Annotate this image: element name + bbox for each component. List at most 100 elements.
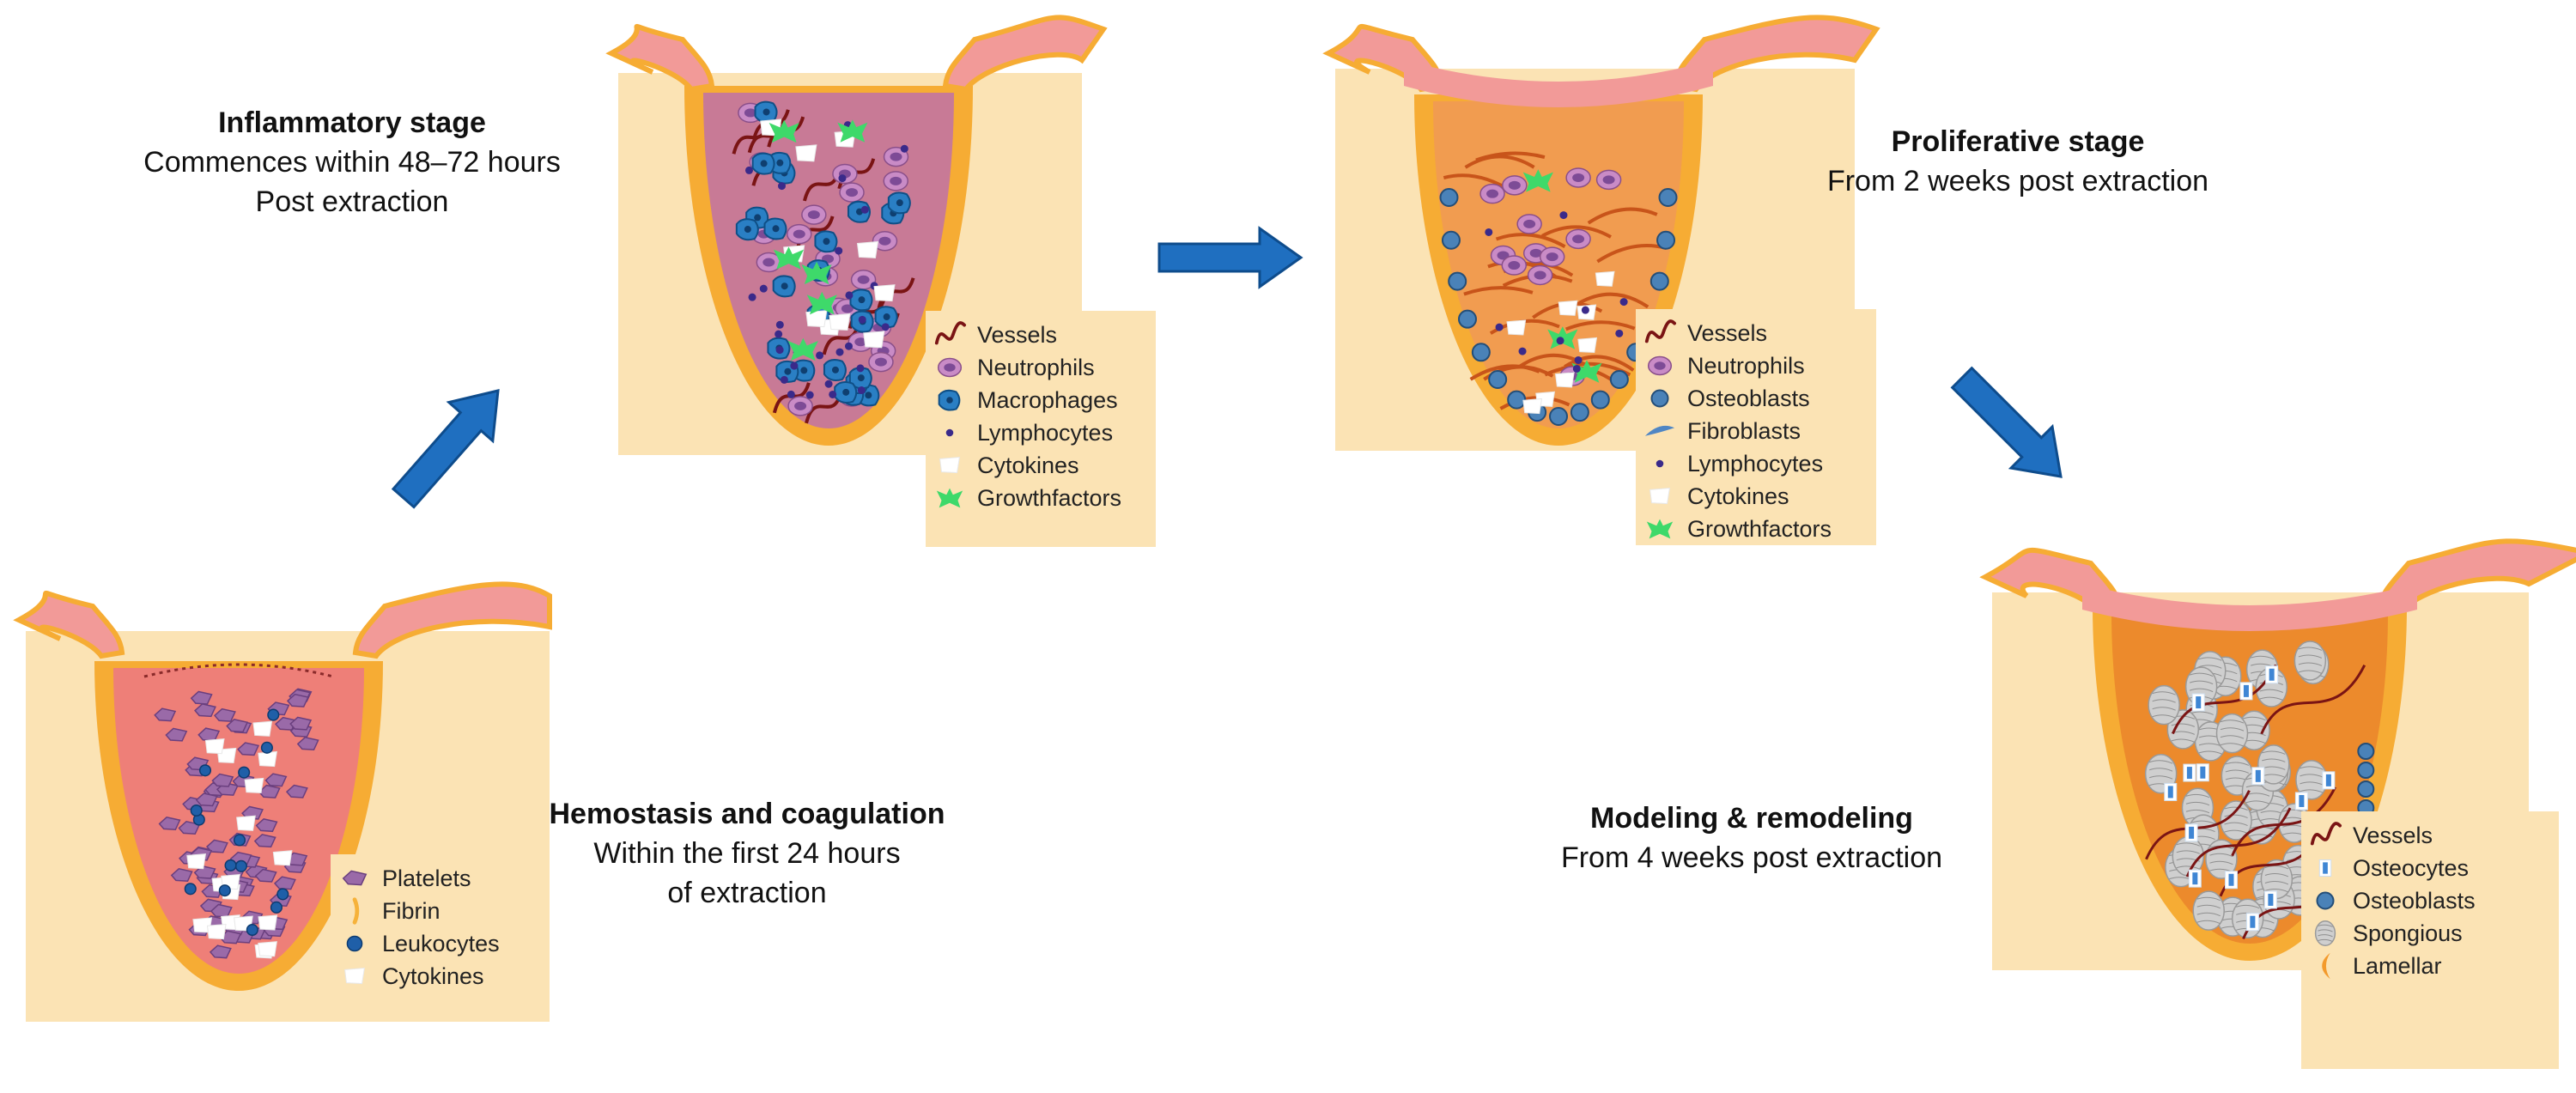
spongious-line	[2262, 750, 2286, 755]
leukocyte-icon	[198, 764, 212, 777]
leukocyte-icon	[260, 741, 273, 754]
spongious-line	[2220, 727, 2245, 732]
spongious-line	[2298, 647, 2323, 651]
lymphocyte-icon	[816, 351, 824, 360]
growthfactor-icon	[773, 246, 805, 270]
spongious-icon	[2166, 709, 2200, 750]
leukocyte-icon	[233, 834, 246, 847]
lymphocyte-icon	[1656, 459, 1664, 468]
caption-remodeling: Modeling & remodeling From 4 weeks post …	[1537, 798, 1966, 877]
spongious-icon	[2220, 800, 2252, 841]
osteocyte-nucleus	[2243, 684, 2249, 697]
osteocyte-nucleus	[2167, 786, 2173, 798]
legend-item: Vessels	[931, 318, 1057, 352]
caption-inflammatory: Inflammatory stage Commences within 48–7…	[129, 103, 575, 222]
lymphocyte-icon	[1619, 298, 1628, 307]
legend-label: Growthfactors	[1687, 515, 1832, 542]
socket-contents	[732, 100, 915, 424]
osteoblast-icon	[2316, 891, 2335, 910]
macrophage-nucleus	[744, 226, 751, 234]
osteocyte-nucleus	[2269, 668, 2275, 681]
spongious-line	[2148, 768, 2173, 772]
lymphocyte-icon	[838, 174, 847, 183]
neutrophil-nucleus	[1523, 219, 1536, 228]
spongious-line	[2298, 670, 2323, 674]
leukocyte-icon	[276, 888, 289, 901]
socket-hemostasis	[13, 581, 552, 1022]
platelet-icon	[254, 868, 277, 883]
granulation-vessel	[1464, 155, 1535, 169]
granulation-vessel	[1499, 396, 1571, 410]
stage-timing: From 2 weeks post extraction	[1826, 165, 2209, 197]
osteocyte-nucleus	[2325, 774, 2331, 786]
spongious-line	[2196, 920, 2221, 925]
macrophage-nucleus	[842, 388, 850, 396]
cytokine-icon	[1649, 487, 1670, 505]
legend-label: Lymphocytes	[1687, 450, 1824, 477]
platelet-icon	[342, 870, 368, 886]
legend-item: Platelets	[336, 861, 471, 896]
spongious-line	[2196, 912, 2221, 917]
spongious-line	[2300, 781, 2324, 786]
macrophage-nucleus	[754, 214, 762, 222]
platelet-icon	[165, 727, 188, 742]
gingiva-closure	[1404, 60, 1713, 107]
macrophage-nucleus	[784, 367, 792, 375]
leukocyte-icon	[246, 923, 258, 937]
osteoblast-icon	[1549, 407, 1568, 426]
fibroblast-icon	[1644, 425, 1675, 436]
leukocyte-icon	[224, 859, 237, 871]
spongious-line	[2245, 800, 2270, 805]
osteoblast-icon	[1590, 390, 1610, 410]
platelet-icon	[342, 870, 368, 886]
spongious-line	[2249, 834, 2274, 838]
neutrophil-icon	[937, 357, 963, 378]
vessel-icon	[934, 321, 966, 345]
vessel	[822, 324, 860, 355]
granulation-vessel	[1463, 286, 1534, 296]
cytokine-icon	[795, 144, 817, 162]
stage-timing-2: Post extraction	[255, 185, 449, 218]
growthfactor-icon	[1522, 169, 1553, 192]
arrow-shape	[391, 389, 500, 509]
cytokine-icon	[258, 914, 278, 931]
granulation-vessel	[1578, 292, 1649, 309]
vessel	[2260, 664, 2366, 735]
lymphocyte-icon	[845, 291, 854, 300]
spongious-line	[2259, 689, 2283, 693]
lymphocyte-icon	[775, 320, 784, 329]
leukocyte-icon	[218, 884, 231, 897]
spongious-line	[2264, 889, 2289, 893]
fibrin-icon	[352, 897, 360, 925]
spongious-line	[2224, 806, 2248, 811]
legend-item: Neutrophils	[1641, 349, 1805, 383]
spongious-line	[2220, 720, 2245, 724]
lymphocyte-icon	[777, 182, 786, 191]
leukocyte-icon	[346, 935, 363, 952]
spongious-line	[2198, 665, 2222, 669]
lymphocyte-icon	[790, 361, 799, 370]
arrow-to-proliferative	[1157, 226, 1303, 289]
legend-item: Neutrophils	[931, 350, 1095, 385]
legend-label: Neutrophils	[1687, 352, 1805, 379]
lymphocyte-icon	[1572, 364, 1581, 373]
stage-timing-2: of extraction	[667, 877, 827, 909]
cytokine-icon	[829, 313, 851, 331]
spongious-line	[2176, 842, 2200, 847]
lymphocyte-icon	[858, 315, 866, 324]
osteoblast-icon	[1457, 309, 1477, 329]
spongious-icon	[2215, 713, 2249, 754]
osteoblast-icon	[2357, 762, 2375, 779]
macrophage-nucleus	[857, 374, 865, 382]
cytokine-icon	[939, 456, 960, 474]
leukocyte-icon	[184, 883, 197, 896]
stage-title: Inflammatory stage	[218, 106, 486, 139]
legend-label: Osteoblasts	[1687, 385, 1810, 411]
spongious-line	[2224, 822, 2248, 826]
lymphocyte-icon	[835, 246, 843, 255]
platelet-icon	[264, 773, 288, 787]
neutrophil-nucleus	[841, 304, 854, 313]
cytokine-icon	[206, 923, 227, 940]
